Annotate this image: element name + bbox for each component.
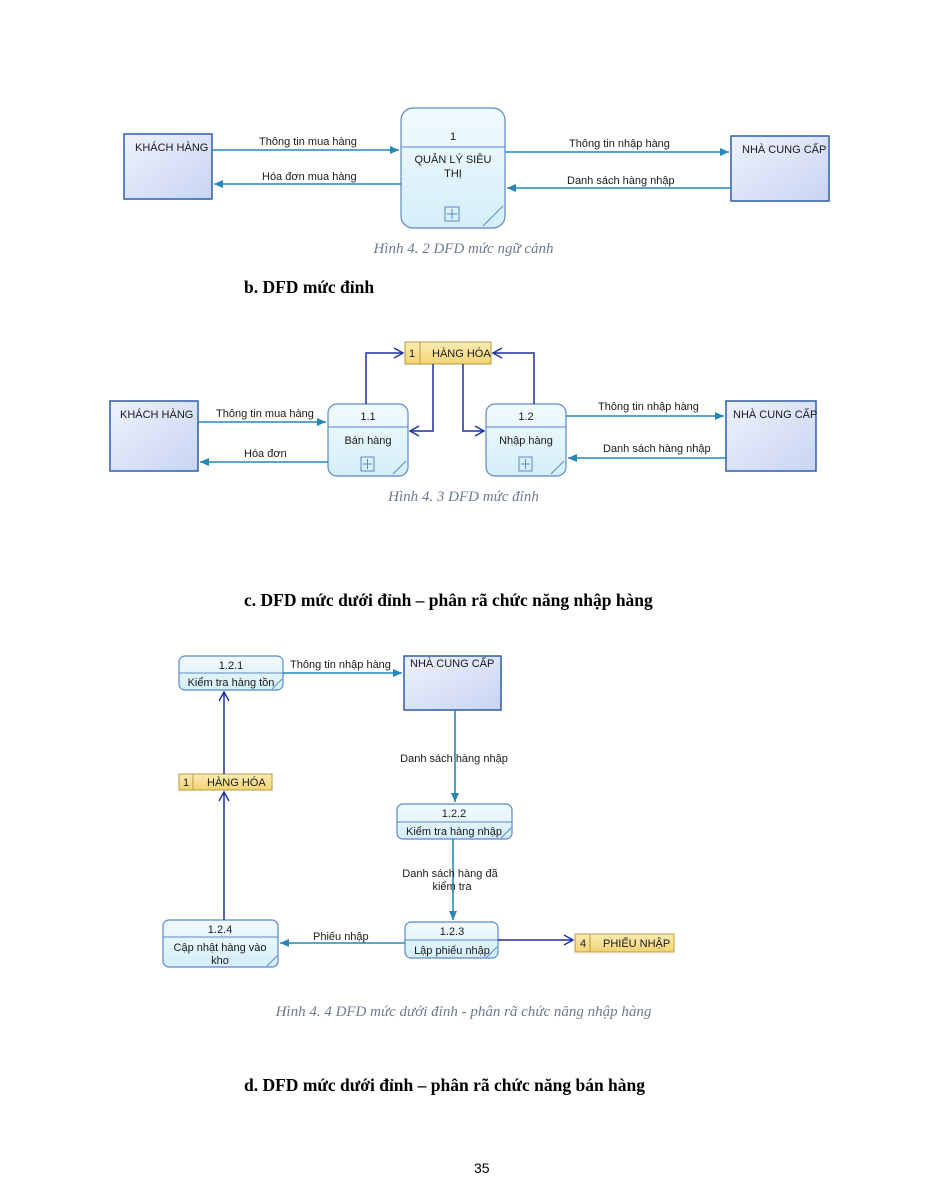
process-1-2-2-name: Kiểm tra hàng nhập <box>406 826 502 838</box>
entity-khach-hang-label: KHÁCH HÀNG <box>135 141 208 154</box>
entity-nha-cung-cap <box>730 135 830 202</box>
heading-b: b. DFD mức đỉnh <box>244 277 375 297</box>
process-1-2-1-name: Kiểm tra hàng tồn <box>188 677 275 689</box>
flow-thong-tin-nhap-hang-2-label: Thông tin nhập hàng <box>598 401 699 413</box>
process-1-2-4-name-1: Cập nhật hàng vào <box>174 942 267 954</box>
store-phieu-nhap-id: 4 <box>580 938 586 950</box>
entity-nha-cung-cap-2 <box>725 400 817 472</box>
store-hang-hoa-2-name: HÀNG HÓA <box>207 776 266 789</box>
caption-figure-4-4: Hình 4. 4 DFD mức dưới đỉnh - phân rã ch… <box>275 1004 652 1020</box>
entity-khach-hang-2-label: KHÁCH HÀNG <box>120 408 193 421</box>
process-1-name-2: THỊ <box>444 168 462 180</box>
flow-danh-sach-hang-nhap-2-label: Danh sách hàng nhập <box>603 443 711 455</box>
process-1-2 <box>485 403 567 477</box>
data-store-hang-hoa <box>404 341 492 365</box>
process-1-2-4-id: 1.2.4 <box>208 924 232 936</box>
flow-thong-tin-nhap-hang-label: Thông tin nhập hàng <box>569 138 670 150</box>
store-hang-hoa-name: HÀNG HÓA <box>432 347 491 360</box>
process-1-2-2-id: 1.2.2 <box>442 808 466 820</box>
heading-d: d. DFD mức dưới đỉnh – phân rã chức năng… <box>244 1075 646 1095</box>
flow-hoa-don-mua-hang-label: Hóa đơn mua hàng <box>262 171 357 183</box>
entity-nha-cung-cap-3-label: NHÀ CUNG CẤP <box>410 657 494 670</box>
flow-danh-sach-da-kiem-tra-label-1: Danh sách hàng đã <box>402 868 498 880</box>
flow-nhap-hang-to-store <box>491 347 535 404</box>
entity-khach-hang-2 <box>109 400 199 472</box>
process-1-1-name: Bán hàng <box>344 435 391 447</box>
flow-danh-sach-hang-nhap-label: Danh sách hàng nhập <box>567 175 675 187</box>
flow-store-to-nhap-hang <box>462 364 486 437</box>
flow-danh-sach-hang-nhap-3-label: Danh sách hàng nhập <box>400 753 508 765</box>
flow-phieu-nhap-label: Phiếu nhập <box>313 931 369 943</box>
entity-nha-cung-cap-2-label: NHÀ CUNG CẤP <box>733 408 817 421</box>
process-1-2-4-name-2: kho <box>211 955 229 967</box>
entity-nha-cung-cap-label: NHÀ CUNG CẤP <box>742 143 826 156</box>
data-store-phieu-nhap <box>574 933 675 953</box>
flow-thong-tin-mua-hang-label: Thông tin mua hàng <box>259 136 357 148</box>
store-hang-hoa-id: 1 <box>409 348 415 360</box>
process-1-1 <box>327 403 409 477</box>
expand-icon <box>444 206 460 222</box>
process-1-2-3-name: Lập phiếu nhập <box>414 945 490 957</box>
flow-ban-hang-to-store <box>365 347 405 404</box>
flow-thong-tin-mua-hang-2-label: Thông tin mua hàng <box>216 408 314 420</box>
store-hang-hoa-2-id: 1 <box>183 777 189 789</box>
process-1 <box>400 107 506 229</box>
flow-hoa-don-label: Hóa đơn <box>244 448 287 460</box>
expand-icon <box>518 456 533 472</box>
flow-store-to-ban-hang <box>408 364 434 437</box>
figure-4-4: 1.2.1 Kiểm tra hàng tồn NHÀ CUNG CẤP 1 H… <box>162 655 675 968</box>
figure-4-3: 1 HÀNG HÓA KHÁCH HÀNG 1.1 Bán hàng 1.2 N… <box>109 341 817 477</box>
expand-icon <box>360 456 375 472</box>
data-store-hang-hoa-2 <box>178 773 273 791</box>
caption-figure-4-2: Hình 4. 2 DFD mức ngữ cảnh <box>373 241 554 257</box>
flow-danh-sach-da-kiem-tra-label-2: kiểm tra <box>432 881 472 893</box>
store-phieu-nhap-name: PHIẾU NHẬP <box>603 937 670 950</box>
process-1-2-id: 1.2 <box>518 411 533 423</box>
process-1-id: 1 <box>450 131 456 143</box>
process-1-2-1-id: 1.2.1 <box>219 660 243 672</box>
process-1-name-1: QUẢN LÝ SIÊU <box>414 153 491 166</box>
process-1-1-id: 1.1 <box>360 411 375 423</box>
flow-thong-tin-nhap-hang-3-label: Thông tin nhập hàng <box>290 659 391 671</box>
caption-figure-4-3: Hình 4. 3 DFD mức đỉnh <box>388 489 539 505</box>
process-1-2-name: Nhập hàng <box>499 435 553 447</box>
heading-c: c. DFD mức dưới đỉnh – phân rã chức năng… <box>244 590 653 610</box>
entity-nha-cung-cap-3 <box>403 655 502 711</box>
entity-khach-hang <box>123 133 213 200</box>
page-number: 35 <box>474 1160 490 1176</box>
process-1-2-4 <box>162 919 279 968</box>
process-1-2-3-id: 1.2.3 <box>440 926 464 938</box>
figure-4-2: KHÁCH HÀNG 1 QUẢN LÝ SIÊU THỊ NHÀ CUNG C… <box>123 107 830 229</box>
